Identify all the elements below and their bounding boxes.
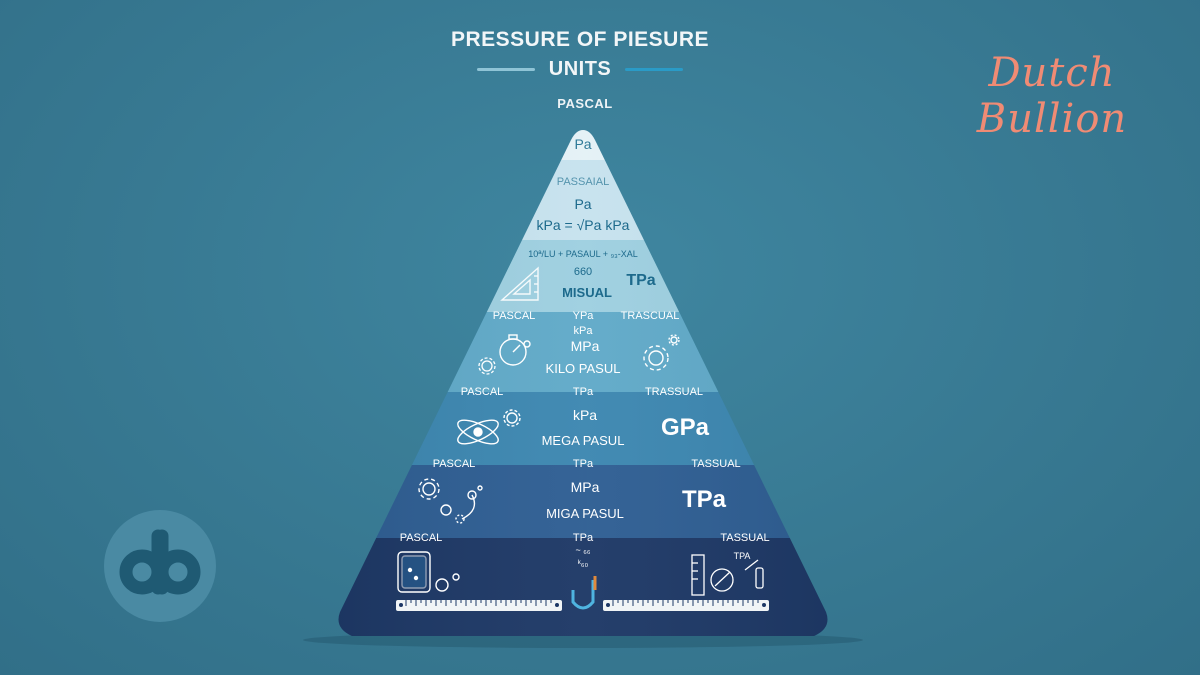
db-logo-icon [119, 529, 201, 595]
tier-6-big-unit: TPa [681, 486, 727, 513]
stopwatch-icon [499, 334, 531, 366]
gear-icon [478, 357, 496, 375]
tier-7-gauge-top: ~ ₆₆ [575, 545, 591, 555]
tier-7-center-top: TPa [572, 532, 594, 544]
tier-7-left-edge: PASCAL [399, 532, 443, 544]
title-block: PRESSURE OF PIESURE UNITS [380, 28, 780, 81]
title-line-2: UNITS [548, 58, 612, 80]
tier-5-big-unit: GPa [660, 414, 710, 441]
ruler-icon [396, 600, 769, 611]
tier-5-label-b: MEGA PASUL [541, 433, 625, 448]
db-logo [104, 510, 216, 622]
triangle-ruler-icon [500, 266, 539, 301]
gear-icon [643, 334, 680, 371]
brand-signature: Dutch Bullion [976, 50, 1128, 142]
u-tube-manometer-icon [571, 576, 597, 610]
atom-icon [457, 409, 521, 445]
tier-3-big-unit: TPa [626, 272, 656, 289]
tier-5-center-top: TPa [572, 386, 594, 398]
tier-4-left-edge: PASCAL [492, 310, 536, 322]
tier-2-formula: kPa = √Pa kPa [536, 217, 630, 233]
tier-6-right-edge: TASSUAL [691, 458, 741, 470]
tier-2-label-mid: Pa [574, 196, 592, 212]
round-flask-icon [710, 559, 764, 592]
thermometer-icon [691, 554, 705, 596]
tier-4-center-top: YPa [572, 310, 594, 322]
tier-5-left-edge: PASCAL [460, 386, 504, 398]
title-rule-left [476, 68, 535, 71]
tier-7-gauge-bottom: ᵏ₆₀ [577, 558, 589, 568]
tier-7-right-edge: TASSUAL [720, 532, 770, 544]
tier-6-left-edge: PASCAL [432, 458, 476, 470]
tier-1-label: Pa [574, 136, 592, 152]
tier-2-label-top: PASSAIAL [556, 176, 610, 188]
tier-5-label-a: kPa [572, 407, 598, 423]
tier-4-right-edge: TRASCUAL [620, 310, 680, 322]
tier-7-icon-label: TPA [733, 551, 751, 561]
tier-3-equation: 10ª/LU + PASAUL + ₉₃-XAL [528, 249, 638, 259]
tier-5-right-edge: TRASSUAL [644, 386, 704, 398]
title-line-1: PRESSURE OF PIESURE [450, 28, 710, 51]
tier-4-label-a: kPa [573, 325, 593, 337]
tier-6-center-top: TPa [572, 458, 594, 470]
beaker-icon [397, 551, 460, 593]
gears-chain-icon [418, 478, 483, 524]
tier-6-label-a: MPa [570, 479, 600, 495]
tier-4-label-c: KILO PASUL [545, 361, 621, 376]
title-rule-right [625, 68, 684, 71]
apex-label: PASCAL [557, 96, 613, 111]
tier-6-label-b: MIGA PASUL [546, 506, 624, 521]
tier-4-label-b: MPa [570, 338, 600, 354]
tier-3-label: MISUAL [562, 285, 612, 300]
tier-3-value: 660 [573, 266, 593, 278]
